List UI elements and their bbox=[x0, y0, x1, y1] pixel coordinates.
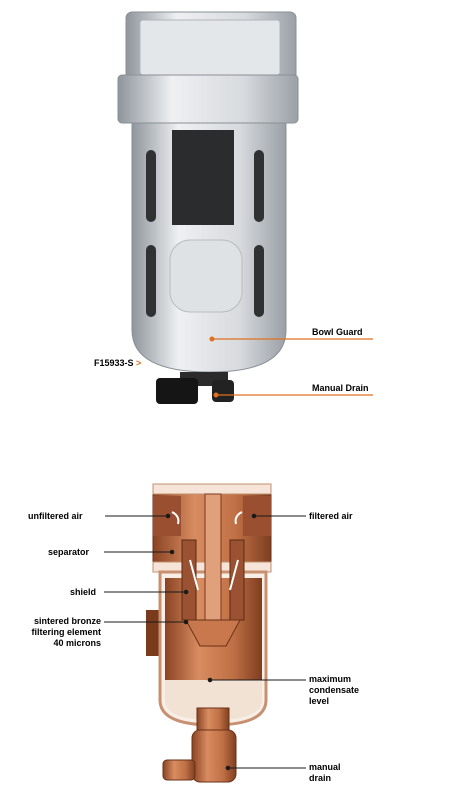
sintered-line-1: sintered bronze bbox=[33, 616, 101, 626]
max-line-1: maximum bbox=[309, 674, 352, 684]
sintered-line-2: filtering element bbox=[31, 627, 101, 637]
manual-drain-label: Manual Drain bbox=[312, 383, 369, 393]
drain-line-1: manual bbox=[309, 762, 341, 772]
separator-label: separator bbox=[48, 547, 90, 557]
bottom-leader-lines bbox=[104, 513, 306, 771]
max-line-2: condensate bbox=[309, 685, 360, 695]
cutaway-diagram bbox=[146, 483, 272, 783]
sintered-line-3: 40 microns bbox=[53, 638, 101, 648]
manual-drain-diagram-label: manual drain bbox=[309, 762, 341, 784]
max-line-3: level bbox=[309, 696, 330, 706]
maximum-condensate-label: maximum condensate level bbox=[309, 674, 359, 707]
sintered-element-label: sintered bronze filtering element 40 mic… bbox=[0, 616, 101, 649]
drain-line-2: drain bbox=[309, 773, 332, 783]
part-arrow-icon: > bbox=[136, 358, 142, 368]
filter-unit-photo bbox=[117, 11, 299, 404]
unfiltered-air-label: unfiltered air bbox=[28, 511, 83, 521]
filtered-air-label: filtered air bbox=[309, 511, 353, 521]
bowl-guard-label: Bowl Guard bbox=[312, 327, 363, 337]
top-leader-lines bbox=[209, 336, 373, 398]
shield-label: shield bbox=[70, 587, 97, 597]
part-number-label: F15933-S > bbox=[94, 358, 141, 369]
part-number: F15933-S bbox=[94, 358, 134, 368]
